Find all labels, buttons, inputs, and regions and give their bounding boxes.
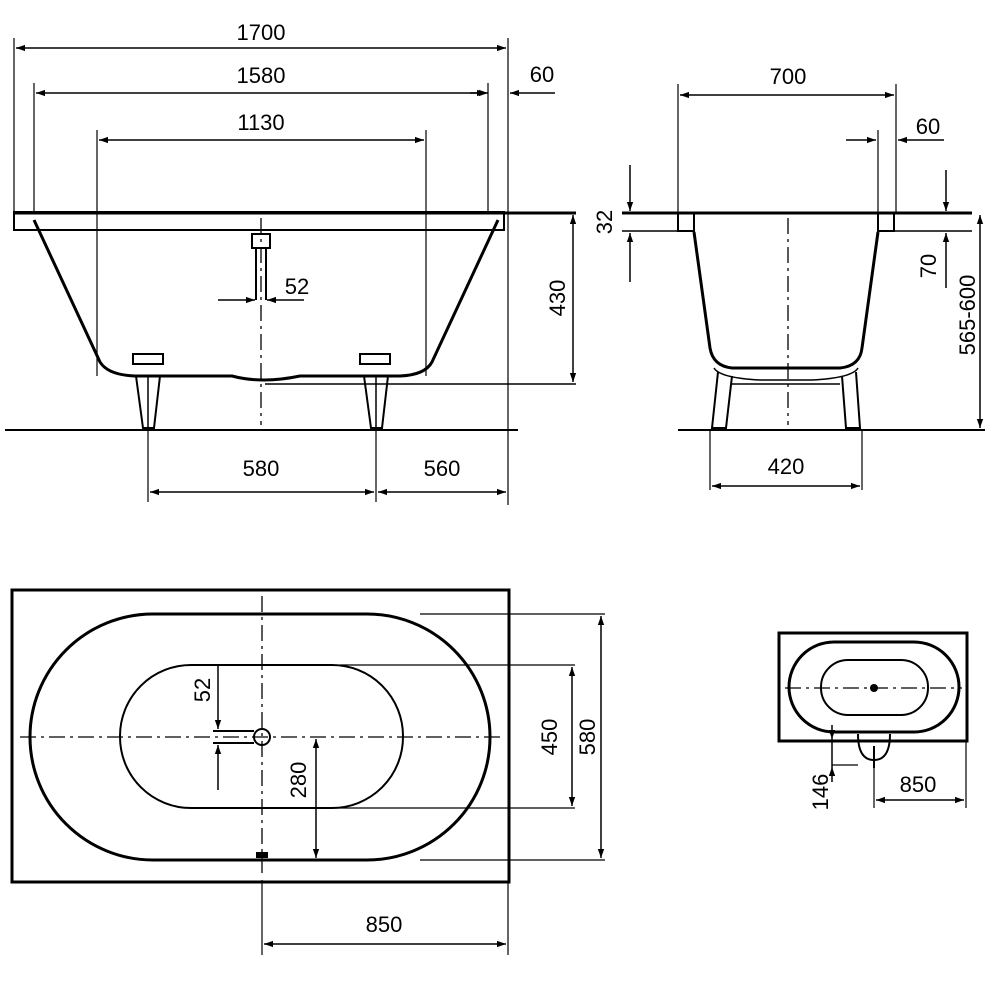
dim-rim-inset-label: 70 bbox=[916, 254, 941, 278]
dim-inner-length-label: 1580 bbox=[237, 63, 286, 88]
dim-leg-to-end-label: 560 bbox=[424, 456, 461, 481]
side-leg-left bbox=[132, 353, 164, 429]
side-leg-right bbox=[359, 353, 391, 429]
dim-top-drain-offset-label: 52 bbox=[190, 678, 215, 702]
dim-drain-offset-label: 52 bbox=[285, 274, 309, 299]
dim-outer-width-label: 580 bbox=[575, 719, 600, 756]
dim-rim-thickness-label: 32 bbox=[592, 210, 617, 234]
dim-drain-to-edge-label: 280 bbox=[286, 762, 311, 799]
dim-drain-to-end-label: 850 bbox=[366, 912, 403, 937]
end-view: 700 60 32 70 565-600 420 bbox=[592, 64, 985, 490]
side-tub-body bbox=[32, 219, 500, 382]
dim-height-label: 565-600 bbox=[955, 275, 980, 356]
side-tub-rim bbox=[13, 211, 505, 231]
dim-inner-width-label: 450 bbox=[537, 719, 562, 756]
dim-depth-label: 430 bbox=[545, 280, 570, 317]
end-leg-right bbox=[841, 371, 862, 429]
dim-leg-spacing-label: 580 bbox=[243, 456, 280, 481]
side-view: 1700 1580 60 1130 52 430 580 560 bbox=[5, 20, 577, 505]
dim-overall-width-label: 700 bbox=[770, 64, 807, 89]
mini-drain bbox=[870, 684, 878, 692]
dim-mini-drain-to-end-label: 850 bbox=[900, 772, 937, 797]
mini-tub-outline bbox=[787, 640, 961, 734]
dim-overall-length-label: 1700 bbox=[237, 20, 286, 45]
end-tub-body bbox=[692, 231, 880, 370]
mini-outer-rim bbox=[777, 631, 969, 743]
dim-bottom-length-label: 1130 bbox=[237, 110, 284, 135]
top-view: 52 280 450 580 850 bbox=[10, 588, 605, 955]
end-leg-left bbox=[710, 371, 733, 429]
dim-mini-drain-offset-label: 146 bbox=[808, 774, 833, 811]
dim-bottom-width-label: 420 bbox=[768, 454, 805, 479]
dim-rim-width-label: 60 bbox=[530, 62, 554, 87]
dim-end-rim-width-label: 60 bbox=[916, 114, 940, 139]
top-drain bbox=[213, 728, 271, 746]
top-outer-rim bbox=[10, 588, 511, 884]
mini-view: 146 850 bbox=[777, 631, 969, 811]
